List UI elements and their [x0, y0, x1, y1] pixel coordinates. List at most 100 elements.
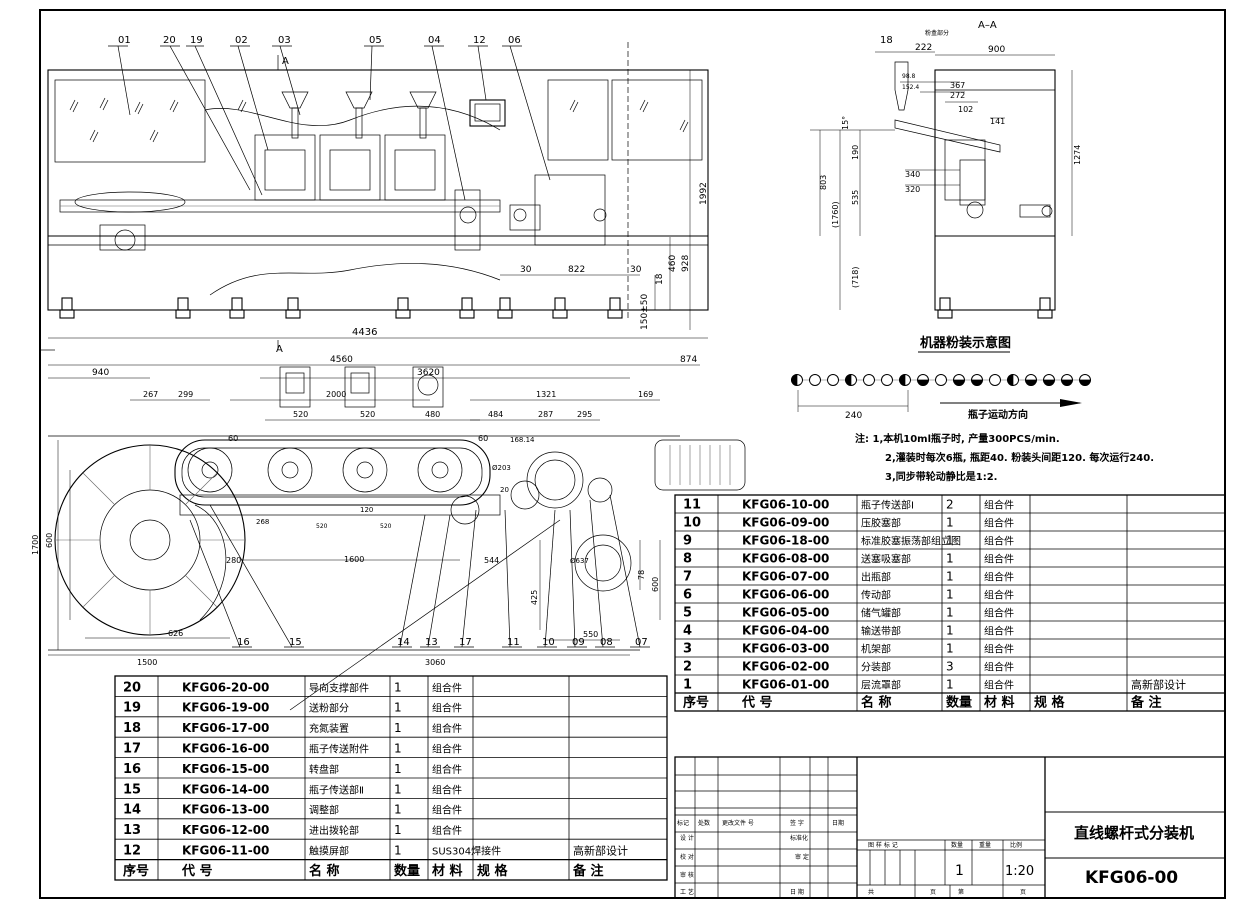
callout-17: 17	[459, 637, 472, 648]
boml-row-mat: 组合件	[432, 783, 462, 796]
boml-row-no: 17	[123, 742, 141, 757]
boml-row-mat: 组合件	[432, 763, 462, 776]
callout-03: 03	[278, 35, 291, 46]
dim-928: 928	[681, 255, 691, 272]
boml-row-note: 高新部设计	[573, 844, 628, 858]
boml-row-qty: 1	[394, 782, 402, 796]
dim-520b: 520	[360, 410, 375, 419]
boml-row-mat: 组合件	[432, 804, 462, 817]
turntable	[74, 191, 186, 213]
callout-05: 05	[369, 35, 382, 46]
touch-screen	[469, 99, 506, 127]
bomr-header-name: 名 称	[861, 695, 892, 711]
dim-98: 98.8	[902, 73, 916, 80]
sign-label-6: 日 期	[790, 888, 804, 896]
bomr-header-qty: 数量	[946, 695, 972, 711]
title-block-grid	[674, 756, 1226, 899]
boml-row-qty: 1	[394, 701, 402, 715]
sheet-label-1: 页	[930, 889, 936, 896]
powder-chute	[894, 119, 1001, 153]
boml-row-no: 20	[123, 680, 141, 695]
dim-1760: (1760)	[831, 201, 840, 228]
callout-06: 06	[508, 35, 521, 46]
dim-2000: 2000	[326, 390, 346, 399]
bomr-row-mat: 组合件	[984, 535, 1014, 548]
dim-30b: 30	[630, 265, 642, 275]
machine-frame	[47, 69, 709, 311]
bomr-row-no: 3	[683, 642, 692, 657]
dim-4560: 4560	[330, 355, 353, 365]
sign-label-2: 校 对	[680, 853, 694, 861]
dim-1700: 1700	[31, 535, 40, 555]
bomr-row-mat: 组合件	[984, 589, 1014, 602]
dim-168: 168.14	[510, 436, 535, 444]
dim-484: 484	[488, 410, 503, 419]
bomr-row-mat: 组合件	[984, 607, 1014, 620]
callout-12: 12	[473, 35, 486, 46]
sheet-label-2: 第	[958, 888, 964, 896]
callout-18: 18	[880, 35, 893, 46]
stopper-mechanism	[534, 174, 606, 246]
bomr-row-name: 压胶塞部	[861, 517, 901, 530]
side-view	[810, 51, 1073, 319]
bomr-row-mat: 组合件	[984, 643, 1014, 656]
bomr-row-qty: 1	[946, 678, 954, 692]
dim-60b: 60	[478, 434, 488, 443]
glass-panel	[611, 79, 703, 161]
dim-190: 190	[851, 145, 860, 160]
title-block: 标记 处数 更改文件 号 签 字 日期 设 计 标准化 校 对 审 定 审 核 …	[677, 819, 1194, 896]
callout-15: 15	[289, 637, 302, 648]
boml-header-no: 序号	[123, 863, 149, 879]
boml-row-code: KFG06-16-00	[182, 742, 269, 756]
bottle-empty	[809, 374, 821, 386]
bottle-sequence	[791, 374, 1091, 386]
callout-02: 02	[235, 35, 248, 46]
filling-schematic	[791, 351, 1091, 412]
dim-272: 272	[950, 91, 965, 100]
dim-544: 544	[484, 556, 499, 565]
sign-label-1: 标准化	[790, 834, 808, 842]
boml-row-qty: 1	[394, 680, 402, 694]
dim-150: 150±50	[640, 294, 650, 330]
callout-04: 04	[428, 35, 441, 46]
drawing-name: 直线螺杆式分装机	[1074, 824, 1194, 842]
bomr-row-name: 输送带部	[861, 625, 901, 638]
bomr-header-note: 备 注	[1130, 695, 1162, 711]
dim-626: 626	[168, 629, 183, 638]
bomr-row-code: KFG06-06-00	[742, 588, 829, 602]
boml-row-name: 充氮装置	[309, 722, 349, 735]
boml-row-mat: 组合件	[432, 743, 462, 756]
dim-600b: 600	[45, 533, 54, 548]
note-1: 注: 1,本机10ml瓶子时, 产量300PCS/min.	[855, 432, 1060, 445]
sheet-label-3: 页	[1020, 889, 1026, 896]
dim-295: 295	[577, 410, 592, 419]
dim-822: 822	[568, 265, 585, 275]
bomr-row-name: 送塞吸塞部	[861, 553, 911, 566]
callout-07: 07	[635, 637, 648, 648]
boml-row-mat: 组合件	[432, 681, 462, 694]
section-aa-label: A–A	[978, 20, 997, 31]
stage-label-2: 重量	[979, 841, 991, 849]
boml-row-no: 14	[123, 803, 141, 818]
boml-row-mat: 组合件	[432, 722, 462, 735]
dim-152: 152.4	[902, 84, 919, 91]
sheet-label-0: 共	[868, 888, 874, 896]
bomr-row-no: 11	[683, 498, 701, 513]
boml-row-mat: 组合件	[432, 824, 462, 837]
dim-460: 460	[668, 255, 678, 272]
rev-label-3: 签 字	[790, 819, 804, 827]
bomr-row-name: 层流罩部	[861, 679, 901, 692]
dim-600: 600	[651, 577, 660, 592]
bomr-header-no: 序号	[683, 695, 709, 711]
boml-row-no: 16	[123, 762, 141, 777]
dim-20: 20	[500, 486, 509, 494]
dim-1274: 1274	[1073, 145, 1082, 165]
bomr-row-mat: 组合件	[984, 625, 1014, 638]
bomr-row-no: 8	[683, 552, 692, 567]
boml-row-qty: 1	[394, 803, 402, 817]
sheet-border	[39, 9, 1226, 899]
bom-table-right-grid	[674, 494, 1226, 712]
dim-874: 874	[680, 355, 697, 365]
